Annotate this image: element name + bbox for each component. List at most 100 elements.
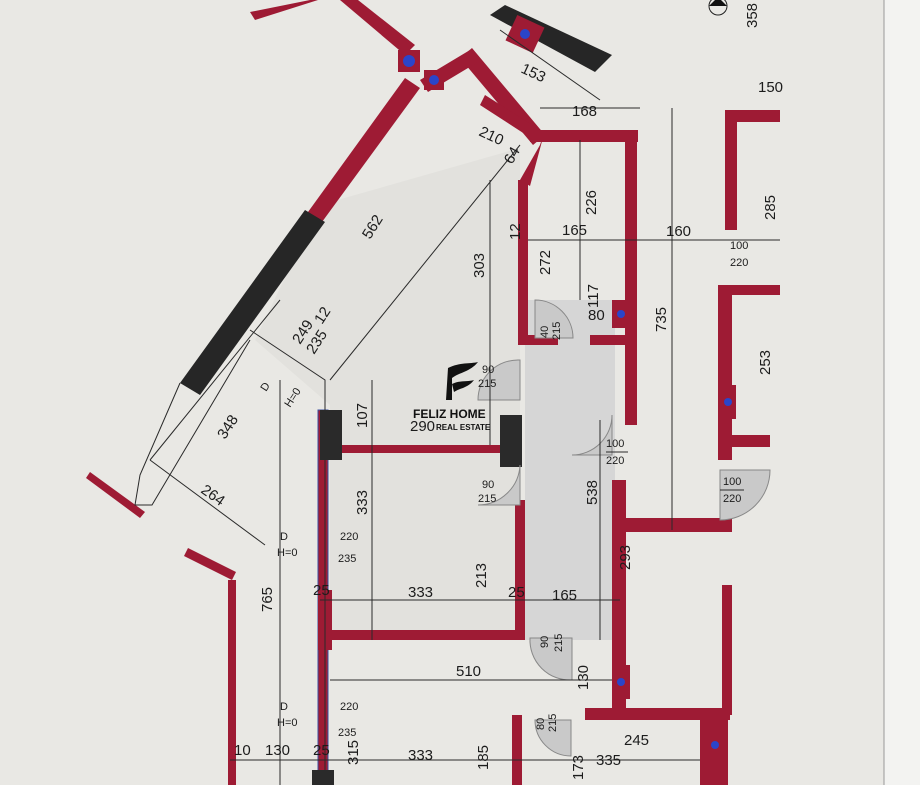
dim-line-153 [499,29,601,101]
door-tag-width: 90 [482,364,494,376]
dim-label: 64 [501,144,524,167]
dim-label: 290 [410,418,435,435]
dim-label: 293 [617,545,634,570]
door-living [477,359,521,401]
dim-label: 165 [552,587,577,604]
shaft-5-icon [617,678,625,686]
dim-line-348 [149,299,281,461]
shaft-3-icon [520,29,530,39]
dim-line-562 [329,144,521,381]
dim-label: 25 [313,582,330,599]
dim-label: 10 [234,742,251,759]
wall-balcony [86,472,145,518]
shaft-1-icon [403,55,415,67]
dim-label: 165 [562,222,587,239]
door-tags: 90 215 90 215 90 215 40 215 80 215 100 2… [478,240,748,732]
dim-label: 12 [507,223,524,240]
door-tag-width: 90 [539,636,551,648]
dim-label: 333 [408,584,433,601]
dim-label: 510 [456,663,481,680]
doors [477,299,771,757]
dim-label: 303 [471,253,488,278]
dim-label: 765 [259,587,276,612]
wall-kitchen-corner [520,130,545,186]
dim-label: 117 [585,284,602,308]
shaft-6-icon [711,741,719,749]
column-center [500,415,522,467]
wall-bath-top [620,518,732,532]
dim-label: 160 [666,223,691,240]
door-tag-height: 220 [606,455,624,467]
dim-label: 150 [758,79,783,96]
wall-right-mid [718,285,732,460]
wall-right-lower [722,585,732,715]
door-tag-width: 100 [606,438,624,450]
dim-label: 173 [570,755,587,780]
dim-label: 168 [572,103,597,120]
column-bottom [312,770,334,785]
balcony-rail [249,329,326,785]
dim-label: 335 [596,752,621,769]
dim-label: 107 [354,403,371,428]
dim-label: 25 [313,742,330,759]
dim-label: 226 [583,190,600,215]
wall-bed2-top [330,630,525,640]
dim-label: 272 [537,250,554,275]
dim-label: 185 [475,745,492,770]
dimension-lines [149,29,780,785]
wall-right-top [725,110,780,122]
wall-bed1-top [340,445,500,453]
door-bath [571,414,613,456]
door-tag-width: 40 [539,326,551,338]
wall-diagonal-main [308,78,420,222]
shaft-4-icon [617,310,625,318]
exterior-walls [250,0,545,222]
north-marker-arrow [709,0,727,6]
interior-walls [86,110,780,785]
dim-label: 735 [653,307,670,332]
wall-right-bath-bottom [730,435,770,447]
dim-label: 253 [757,350,774,375]
shaft-2-icon [429,75,439,85]
wall-far-left-angle [184,548,236,580]
brand-logo-stripe [452,380,474,392]
door-tag-width: 100 [730,240,748,252]
wall-top-left [250,0,318,20]
door-bedroom1 [477,464,521,506]
brand-tagline: REAL ESTATE [436,423,491,432]
room-floor-living [255,148,520,640]
dim-label: 285 [762,195,779,220]
door-tag-width: 100 [723,476,741,488]
door-tag-width: 80 [535,718,547,730]
dim-label: 245 [624,732,649,749]
door-tag-width: 90 [482,479,494,491]
door-right [719,469,771,521]
wall-far-left [228,580,236,785]
door-lower [534,719,572,757]
window-tag-sill: H=0 [277,547,298,559]
dim-label: 538 [584,480,601,505]
dim-label: 315 [345,740,362,765]
door-tag-height: 215 [478,493,496,505]
wall-corridor-left [515,500,525,640]
wall-kitchen-left [518,180,528,345]
wall-kitchen-right [625,130,637,425]
window-tag-height: 235 [338,727,356,739]
shaft-7-icon [724,398,732,406]
dim-label: 358 [744,3,761,28]
window-tag-width: 220 [340,701,358,713]
paper-edge [884,0,920,785]
door-tag-height: 215 [553,634,565,652]
wall-top-diagonal [340,0,415,55]
balcony-outline [134,339,251,506]
dim-label: 130 [265,742,290,759]
window-tag-type: D [280,701,288,713]
dim-label: 213 [473,563,490,588]
dim-label: 12 [311,304,334,327]
door-tag-height: 220 [730,257,748,269]
brand-watermark: FELIZ HOME REAL ESTATE [413,362,491,432]
north-marker [708,0,728,16]
dim-line-264 [149,459,266,546]
wall-corridor-right [612,480,626,710]
